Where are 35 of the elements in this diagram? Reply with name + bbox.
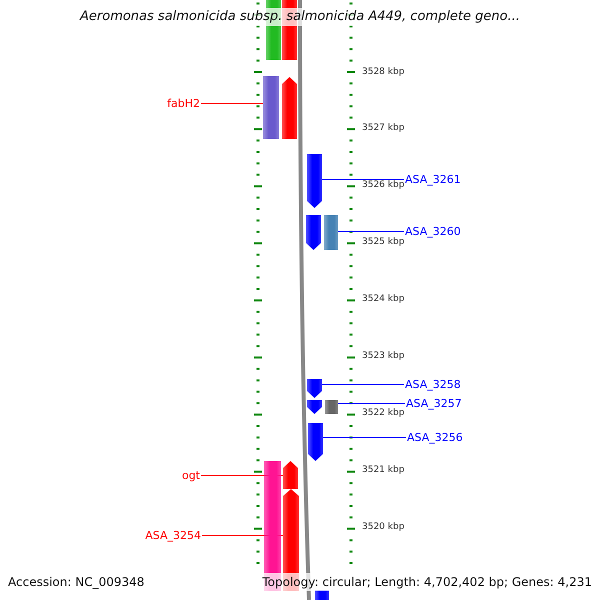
leader-line xyxy=(322,437,406,438)
gene-feature xyxy=(306,215,321,250)
leader-line xyxy=(322,179,404,180)
leader-line xyxy=(322,384,404,385)
gene-label: ASA_3256 xyxy=(407,431,463,444)
gene-feature xyxy=(324,215,338,250)
gene-label: ASA_3260 xyxy=(405,225,461,238)
position-label: 3526 kbp xyxy=(362,180,404,191)
leader-line xyxy=(200,103,264,104)
gene-label: ASA_3257 xyxy=(406,397,462,410)
position-label: 3523 kbp xyxy=(362,351,404,362)
gene-feature xyxy=(282,77,297,139)
footer-text: Topology: circular; Length: 4,702,402 bp; Genes: 4,231 xyxy=(262,573,592,591)
gene-feature xyxy=(263,76,279,139)
position-label: 3527 kbp xyxy=(362,123,404,134)
gene-label: ASA_3254 xyxy=(145,529,201,542)
leader-line xyxy=(338,403,406,404)
gene-feature xyxy=(315,590,329,600)
gene-label: ASA_3261 xyxy=(405,173,461,186)
position-label: 3521 kbp xyxy=(362,465,404,476)
gene-feature xyxy=(307,154,322,208)
leader-line xyxy=(338,231,404,232)
gene-feature xyxy=(307,400,322,414)
position-label: 3525 kbp xyxy=(362,237,404,248)
position-label: 3524 kbp xyxy=(362,294,404,305)
gene-label: ASA_3258 xyxy=(405,378,461,391)
position-label: 3520 kbp xyxy=(362,522,404,533)
gene-label: ogt xyxy=(182,469,200,482)
gene-label: fabH2 xyxy=(167,97,200,110)
gene-feature xyxy=(325,400,338,414)
position-label: 3522 kbp xyxy=(362,408,404,419)
gene-feature xyxy=(308,423,323,461)
position-label: 3528 kbp xyxy=(362,67,404,78)
gene-feature xyxy=(307,379,322,398)
gene-feature xyxy=(283,461,298,489)
